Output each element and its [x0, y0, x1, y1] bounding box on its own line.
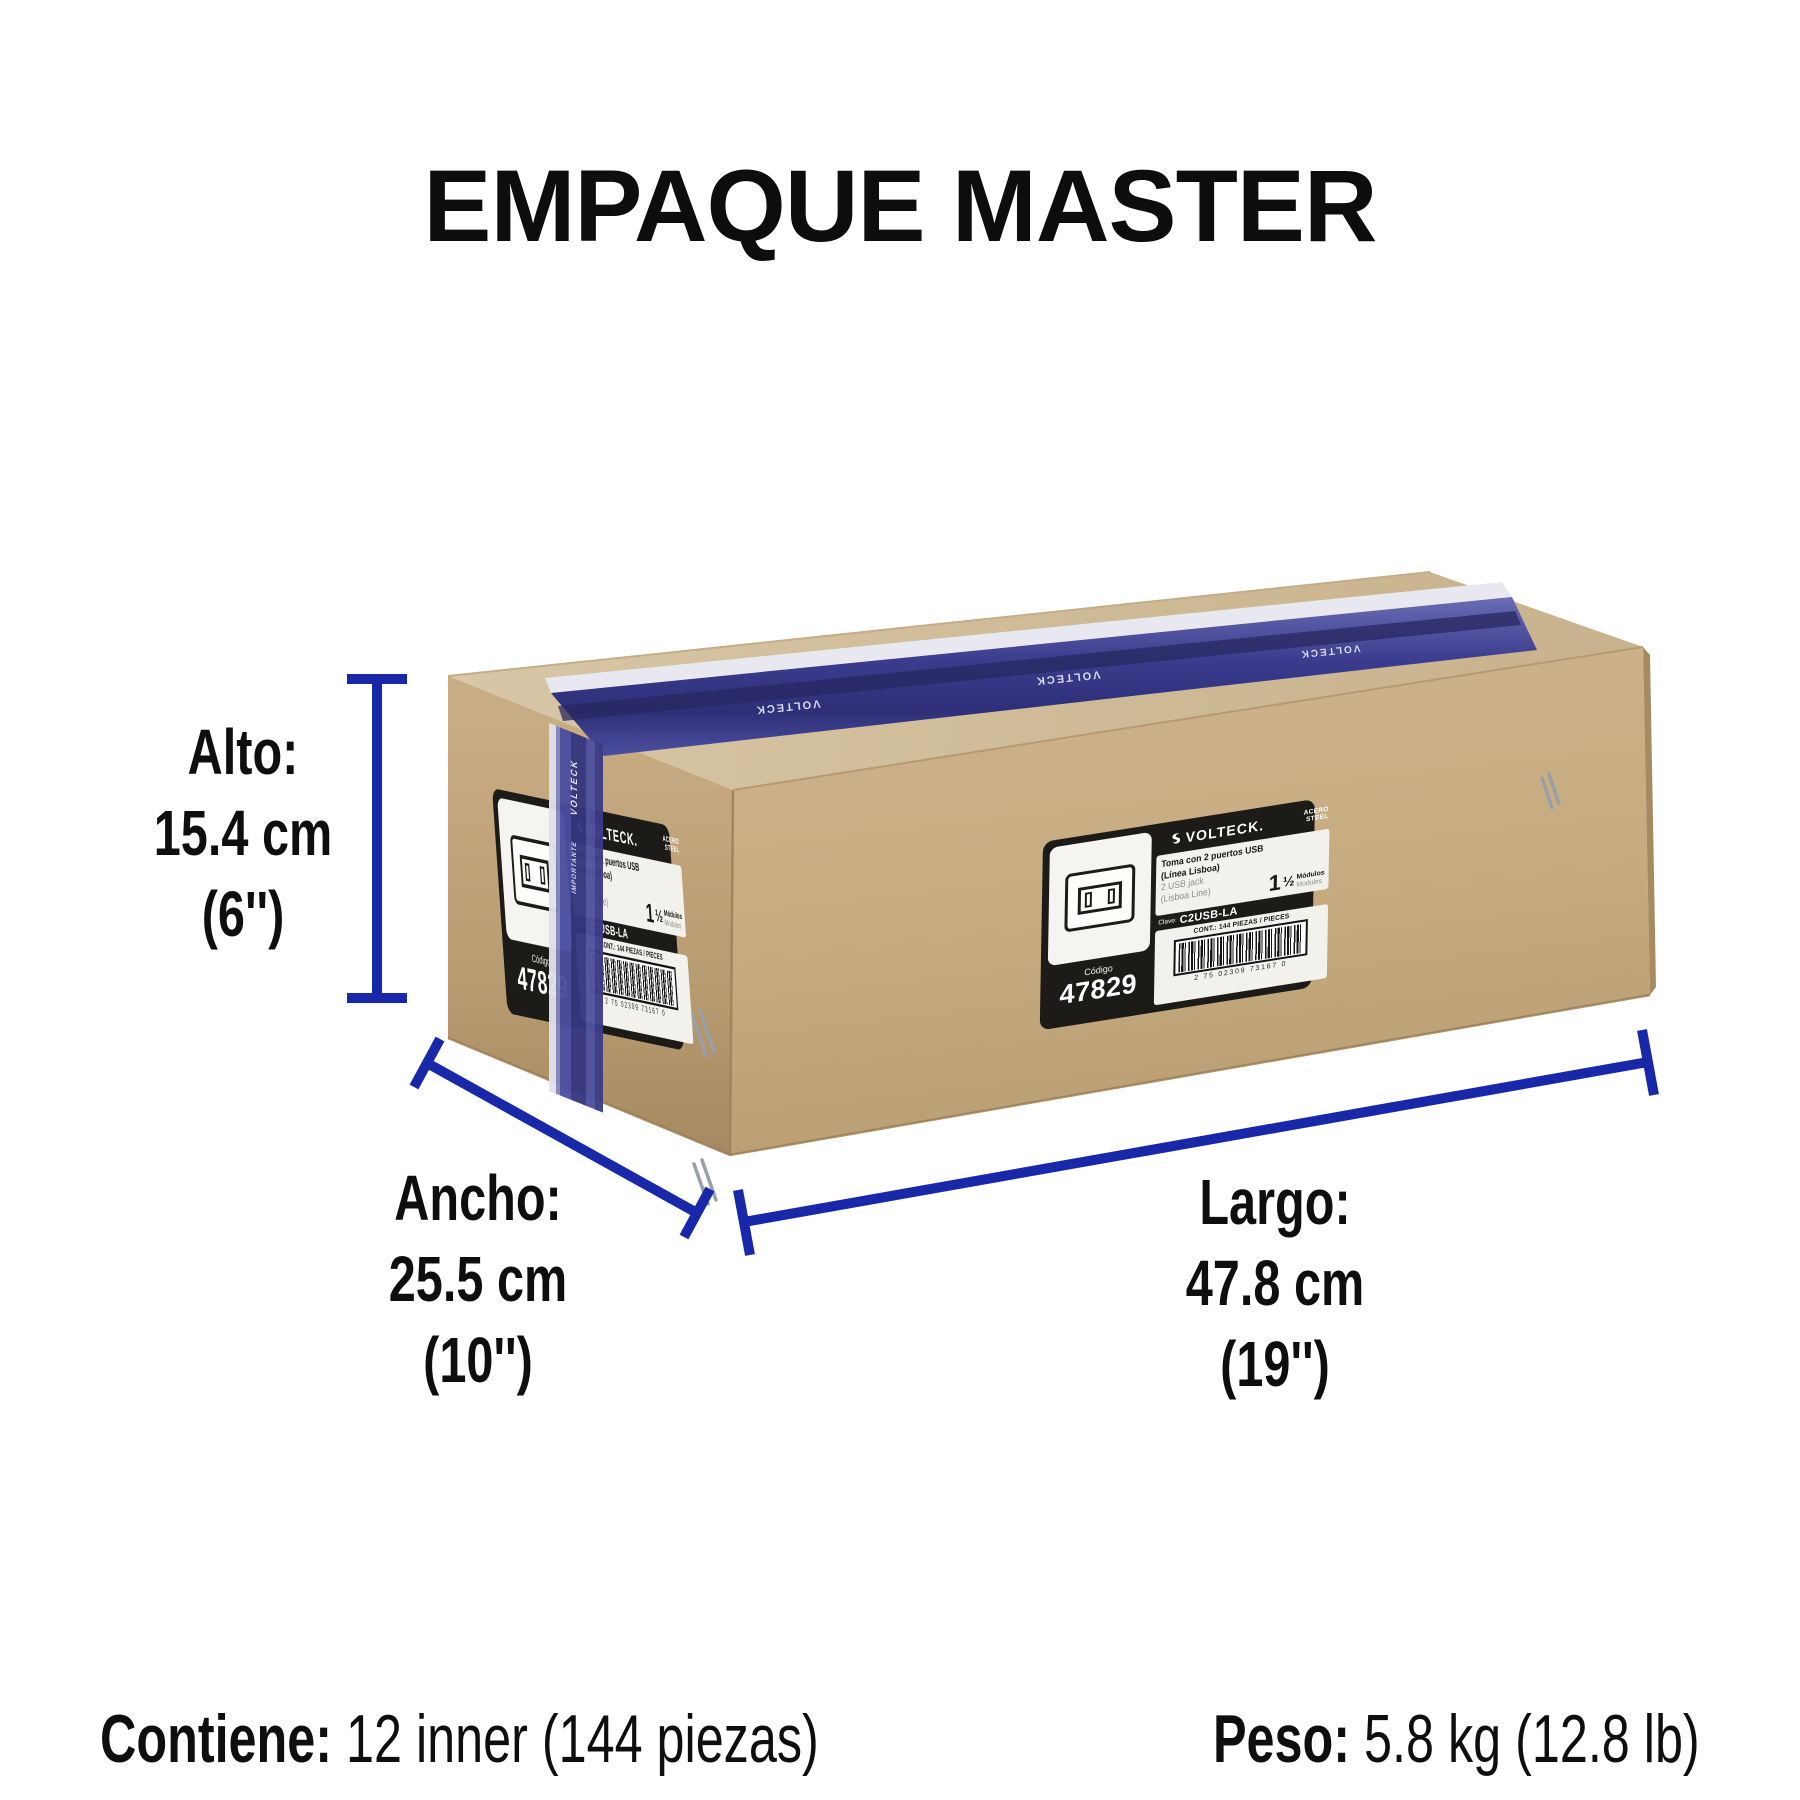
modules-block: 1 ½ Módulos Modules: [644, 863, 684, 935]
modules-labels: Módulos Modules: [1296, 870, 1324, 889]
ancho-dimension-line: [409, 1036, 715, 1240]
page-title: EMPAQUE MASTER: [423, 149, 1377, 263]
page-title-row: EMPAQUE MASTER: [0, 148, 1800, 265]
clave-label: Clave:: [1158, 916, 1177, 927]
volteck-logo: VOLTECK.: [1169, 817, 1264, 848]
tape-vertical-text: VOLTECK IMPORTANTE: [569, 757, 579, 896]
modules-block: 1 ½ Módulos Modules: [1268, 833, 1325, 897]
ancho-metric: 25.5 cm: [388, 1243, 568, 1315]
alto-imperial: (6''): [201, 878, 285, 950]
ancho-imperial: (10''): [423, 1324, 533, 1396]
outlet-ports-graphic: [519, 854, 551, 894]
largo-label: Largo:: [1199, 1166, 1351, 1238]
label-header: VOLTECK. ACERO STEEL: [1156, 804, 1329, 856]
outlet-illustration: [1047, 831, 1152, 967]
modules-fraction: ½: [1282, 872, 1295, 891]
box-bottom-edges: [447, 993, 1651, 1157]
alto-dimension-text: Alto: 15.4 cm (6''): [106, 712, 380, 955]
largo-metric: 47.8 cm: [1185, 1247, 1365, 1319]
material-text: ACERO STEEL: [662, 835, 679, 856]
outlet-slot-left: [524, 862, 531, 882]
box-front-left-crease: [728, 789, 735, 1156]
outlet-slot-left: [1084, 891, 1092, 908]
weight-label: Peso:: [1213, 1701, 1351, 1777]
front-product-label: Código 47829 VOLTECK. ACERO STEEL Toma c…: [1039, 798, 1330, 1031]
contains-text: Contiene: 12 inner (144 piezas): [100, 1700, 819, 1778]
front-label-right-column: VOLTECK. ACERO STEEL Toma con 2 puertos …: [1153, 804, 1330, 1006]
contains-label: Contiene:: [100, 1701, 333, 1777]
box-top-front-crease: [732, 646, 1644, 791]
box-back-top-edge: [447, 571, 1431, 677]
modules-number: 1: [644, 897, 655, 929]
codigo-value: 47829: [1059, 968, 1138, 1011]
largo-dimension-text: Largo: 47.8 cm (19''): [1138, 1162, 1412, 1405]
alto-dimension-line: [347, 674, 407, 1003]
ancho-label: Ancho:: [394, 1162, 562, 1234]
outlet-slot-right: [1107, 888, 1115, 905]
front-label-left-column: Código 47829: [1047, 831, 1152, 1023]
largo-imperial: (19''): [1220, 1328, 1330, 1400]
tape-brand-vertical: VOLTECK: [569, 756, 579, 818]
modules-number: 1: [1268, 869, 1282, 897]
ancho-dimension-text: Ancho: 25.5 cm (10''): [341, 1158, 615, 1401]
tape-white-stripe: [545, 582, 1512, 693]
outlet-ports-graphic: [1077, 880, 1123, 916]
modules-fraction: ½: [654, 905, 664, 926]
material-text: ACERO STEEL: [1303, 806, 1329, 824]
tape-dark-streak: [558, 611, 1521, 721]
tape-left-face-strip: VOLTECK IMPORTANTE: [549, 723, 603, 1113]
tape-note-vertical: IMPORTANTE: [570, 839, 578, 896]
volteck-swirl-icon: [1172, 833, 1181, 844]
box-right-edge-sliver: [1643, 647, 1656, 995]
weight-value: 5.8 kg (12.8 lb): [1364, 1701, 1700, 1777]
alto-metric: 15.4 cm: [153, 797, 333, 869]
alto-label: Alto:: [187, 716, 299, 788]
contains-value: 12 inner (144 piezas): [346, 1701, 819, 1777]
outlet-plate-graphic: [1064, 863, 1136, 933]
outlet-slot-right: [539, 865, 546, 885]
largo-dimension-line: [733, 1029, 1659, 1256]
weight-text: Peso: 5.8 kg (12.8 lb): [1213, 1700, 1700, 1778]
modules-labels: Módulos Modules: [664, 910, 683, 932]
